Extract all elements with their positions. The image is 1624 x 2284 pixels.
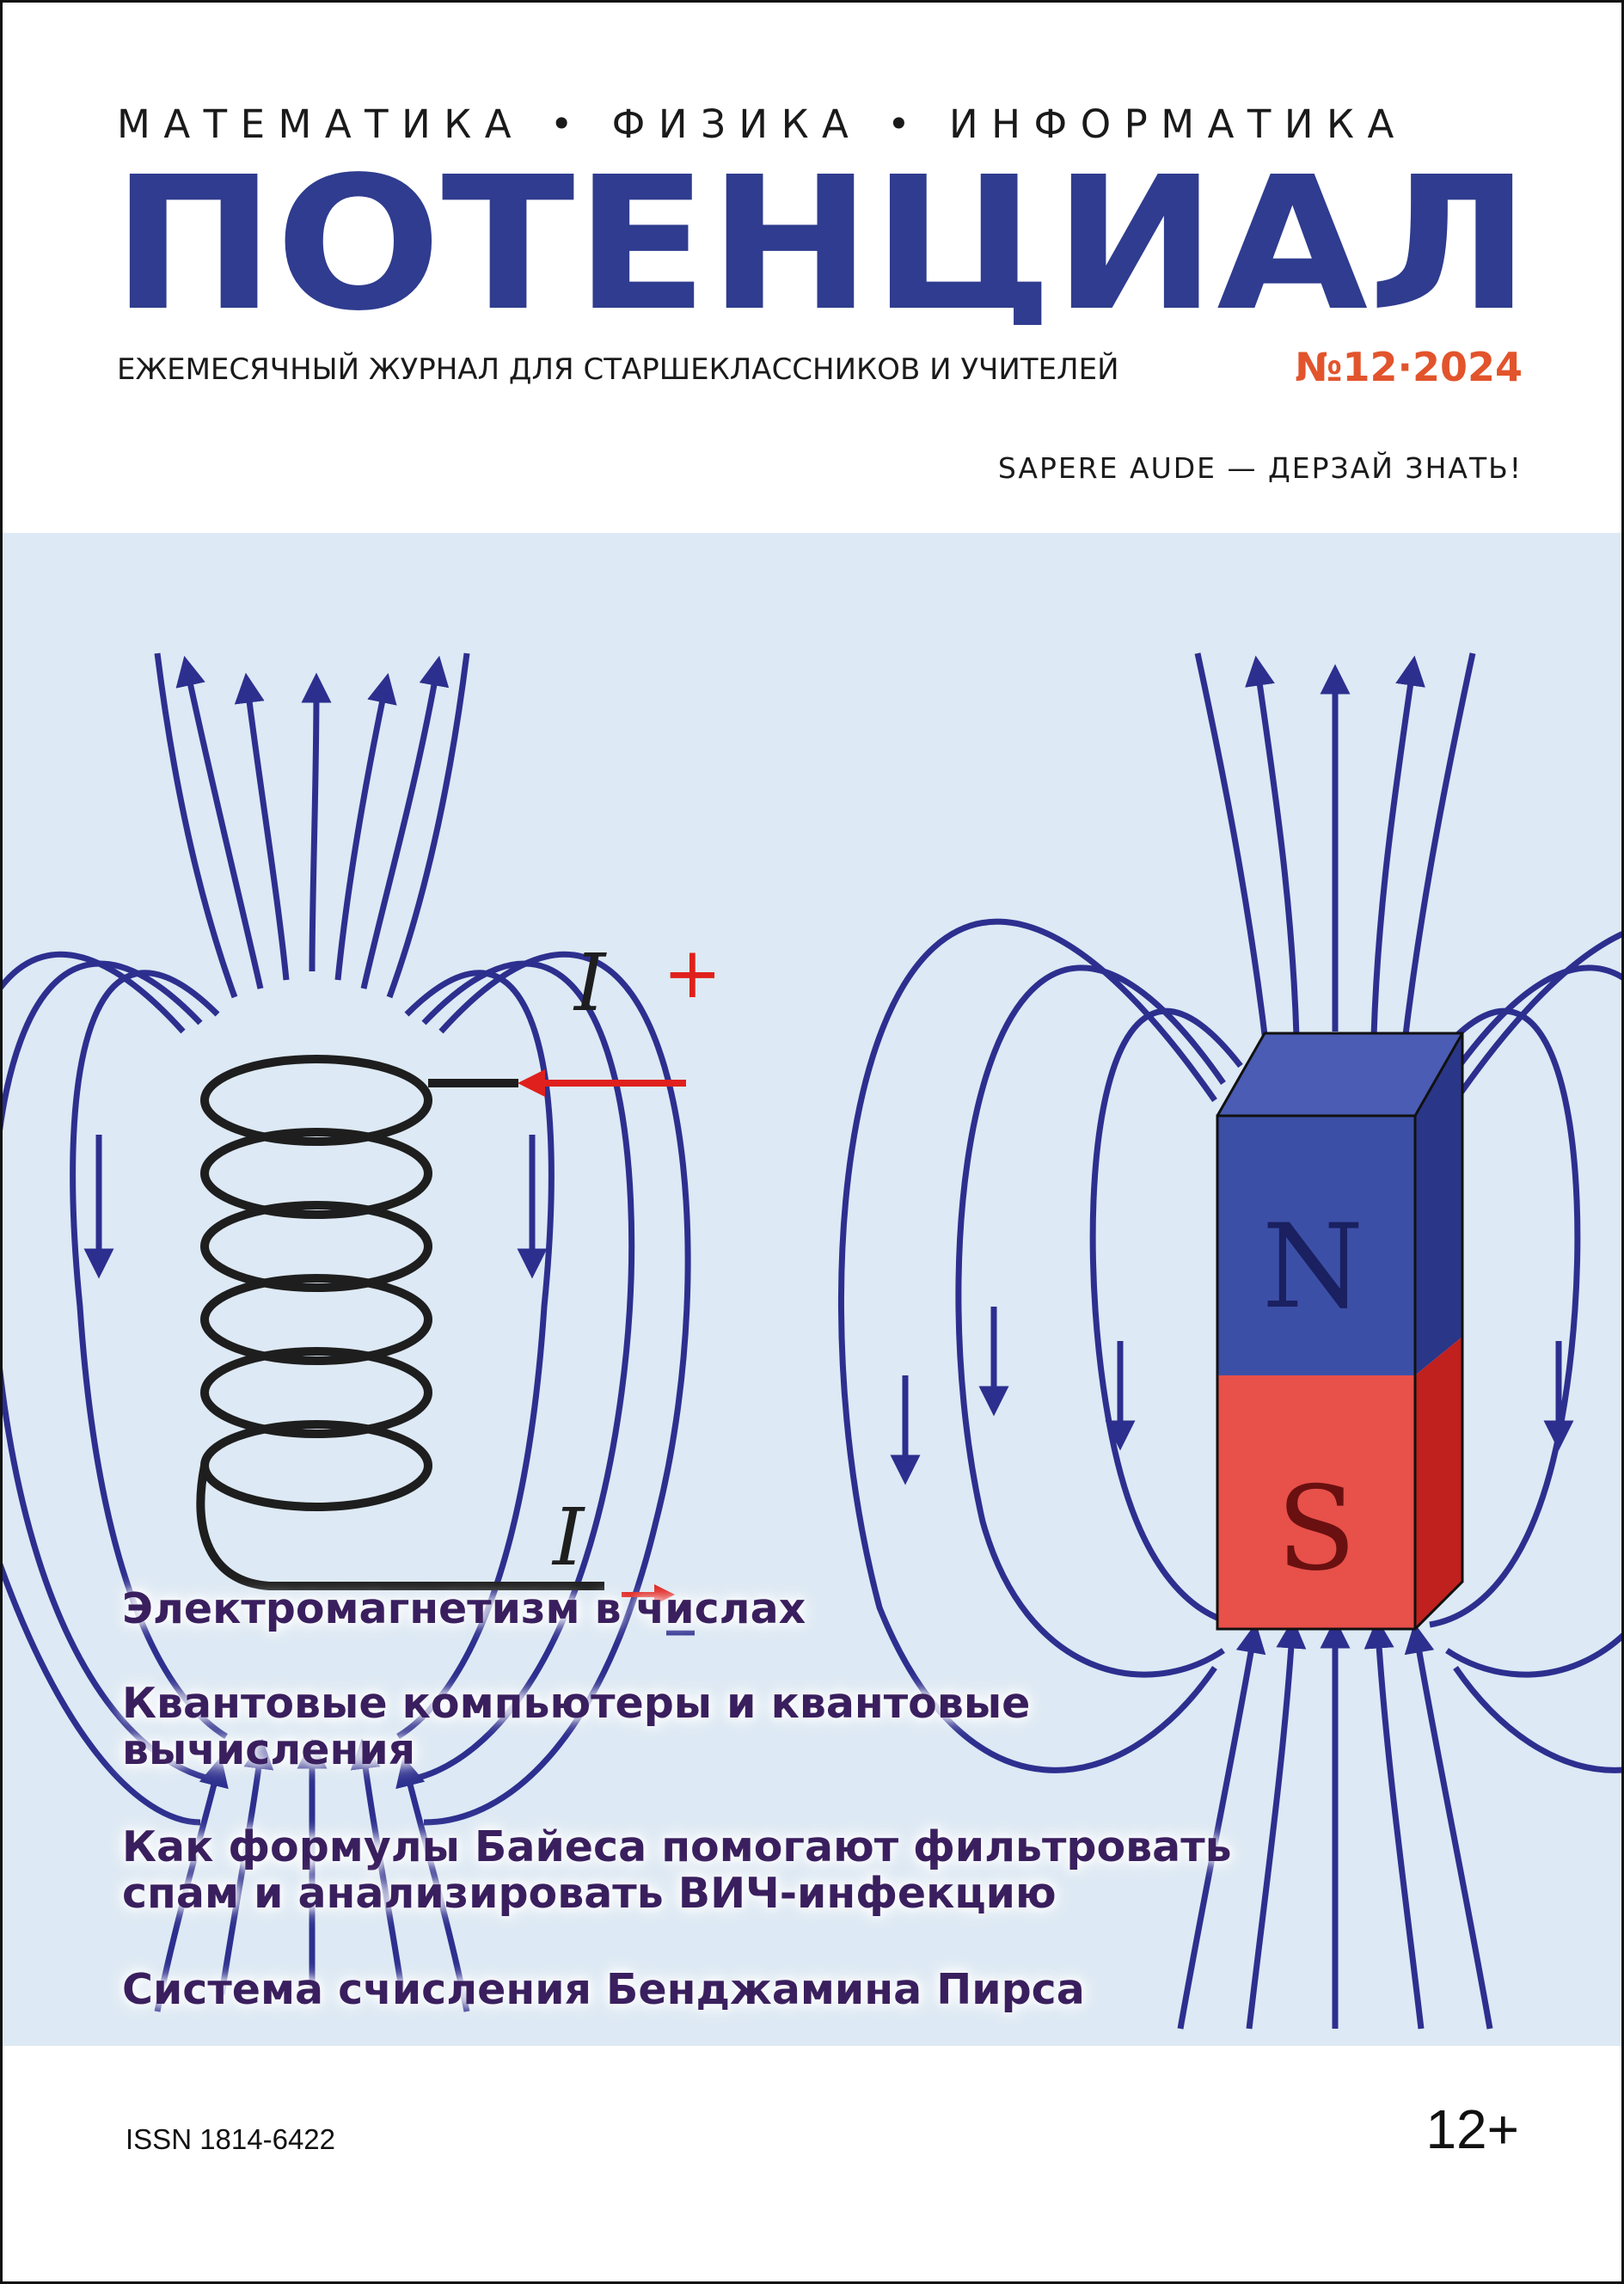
headline-2: Квантовые компьютеры и квантовые вычисле… <box>122 1679 1031 1774</box>
headline-1: Электромагнетизм в числах <box>122 1584 806 1633</box>
current-label-bottom: I <box>551 1491 585 1583</box>
current-label-top: I <box>573 937 607 1029</box>
coil <box>196 1055 604 1590</box>
age-rating: 12+ <box>1425 2098 1519 2160</box>
issn: ISSN 1814-6422 <box>126 2123 336 2155</box>
issue-number: №12·2024 <box>1295 344 1523 390</box>
motto: SAPERE AUDE — ДЕРЗАЙ ЗНАТЬ! <box>997 451 1523 485</box>
magnetic-field-illustration: I + I – <box>3 652 1621 2030</box>
subjects-line: МАТЕМАТИКА • ФИЗИКА • ИНФОРМАТИКА <box>117 101 1407 147</box>
tagline: ЕЖЕМЕСЯЧНЫЙ ЖУРНАЛ ДЛЯ СТАРШЕКЛАССНИКОВ … <box>117 352 1119 387</box>
magazine-title: ПОТЕНЦИАЛ <box>112 162 1530 325</box>
plus-label: + <box>663 933 722 1014</box>
minus-label: – <box>663 1588 698 1669</box>
magnet-field-lines <box>837 652 1621 2030</box>
bar-magnet: N S <box>1216 1032 1464 1631</box>
magazine-title-text: ПОТЕНЦИАЛ <box>112 162 1530 325</box>
headline-3: Как формулы Байеса помогают фильтровать … <box>122 1822 1232 1918</box>
headline-4: Система счисления Бенджамина Пирса <box>122 1965 1085 2014</box>
solenoid-field-lines <box>3 652 691 2012</box>
south-label: S <box>1277 1461 1356 1596</box>
north-label: N <box>1262 1199 1364 1334</box>
cover-illustration: I + I – <box>3 533 1621 2046</box>
